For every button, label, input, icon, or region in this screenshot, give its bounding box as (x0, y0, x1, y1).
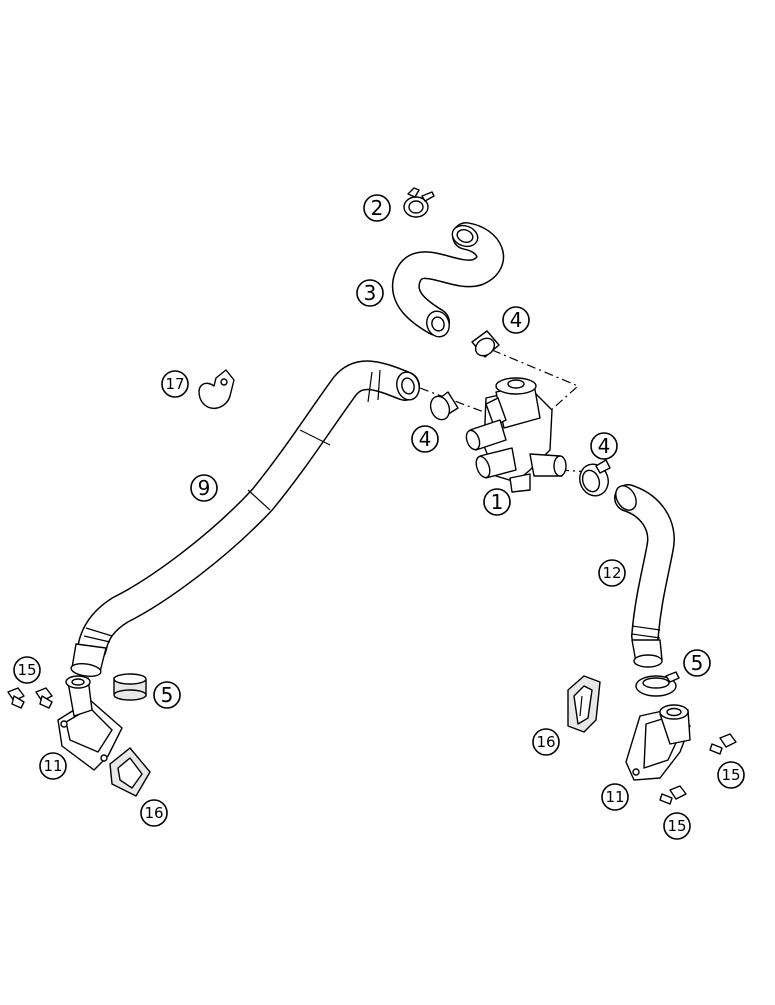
callout-16-left-label: 16 (144, 804, 163, 822)
callout-4-left: 4 (411, 425, 439, 453)
hose-9 (70, 360, 420, 677)
callout-3-label: 3 (364, 281, 377, 305)
hose-clamp-2 (403, 187, 435, 218)
callout-4-right-label: 4 (598, 434, 611, 458)
callout-16-right-label: 16 (536, 733, 555, 751)
air-valve-1 (465, 377, 567, 493)
callout-17-label: 17 (165, 375, 184, 393)
callout-11-right: 11 (601, 783, 629, 811)
callout-2: 2 (363, 194, 391, 222)
gasket-16-right (567, 675, 601, 733)
hose-clamp-4-right (579, 459, 611, 497)
callout-11-left: 11 (39, 752, 67, 780)
callout-1: 1 (483, 488, 511, 516)
clamp-5-right (635, 671, 680, 697)
callout-5-left-label: 5 (161, 683, 174, 707)
callout-15-right-upper: 15 (717, 761, 745, 789)
callout-16-right: 16 (532, 728, 560, 756)
callout-16-left: 16 (140, 799, 168, 827)
bolts-15-right (659, 733, 737, 805)
reed-valve-cover-11-right (625, 704, 691, 781)
callout-12-label: 12 (602, 564, 621, 582)
callout-9-label: 9 (198, 476, 211, 500)
callout-11-left-label: 11 (43, 757, 62, 775)
callout-2-label: 2 (371, 196, 384, 220)
callout-4-right: 4 (590, 432, 618, 460)
hose-clamp-4-upper (471, 330, 500, 358)
callout-15-left-label: 15 (17, 661, 36, 679)
callout-4-left-label: 4 (419, 427, 432, 451)
callout-5-right-label: 5 (691, 651, 704, 675)
sleeve-5-left (113, 673, 147, 701)
hose-12 (614, 484, 675, 668)
callout-3: 3 (356, 279, 384, 307)
hose-3 (391, 222, 504, 338)
callout-15-right-lower: 15 (663, 812, 691, 840)
callout-5-right: 5 (683, 649, 711, 677)
callout-15-right-lower-label: 15 (667, 817, 686, 835)
callout-9: 9 (190, 474, 218, 502)
callout-4-upper: 4 (502, 306, 530, 334)
hose-bracket-17 (198, 369, 235, 409)
callout-15-left: 15 (13, 656, 41, 684)
callout-4-upper-label: 4 (510, 308, 523, 332)
reed-valve-cover-11-left (57, 675, 123, 771)
callout-1-label: 1 (491, 490, 504, 514)
hose-clamp-4-left (429, 391, 459, 421)
callout-5-left: 5 (153, 681, 181, 709)
callout-12: 12 (598, 559, 626, 587)
callout-17: 17 (161, 370, 189, 398)
gasket-16-left (109, 747, 151, 797)
bolts-15-left (7, 687, 53, 709)
callout-11-right-label: 11 (605, 788, 624, 806)
callout-15-right-upper-label: 15 (721, 766, 740, 784)
